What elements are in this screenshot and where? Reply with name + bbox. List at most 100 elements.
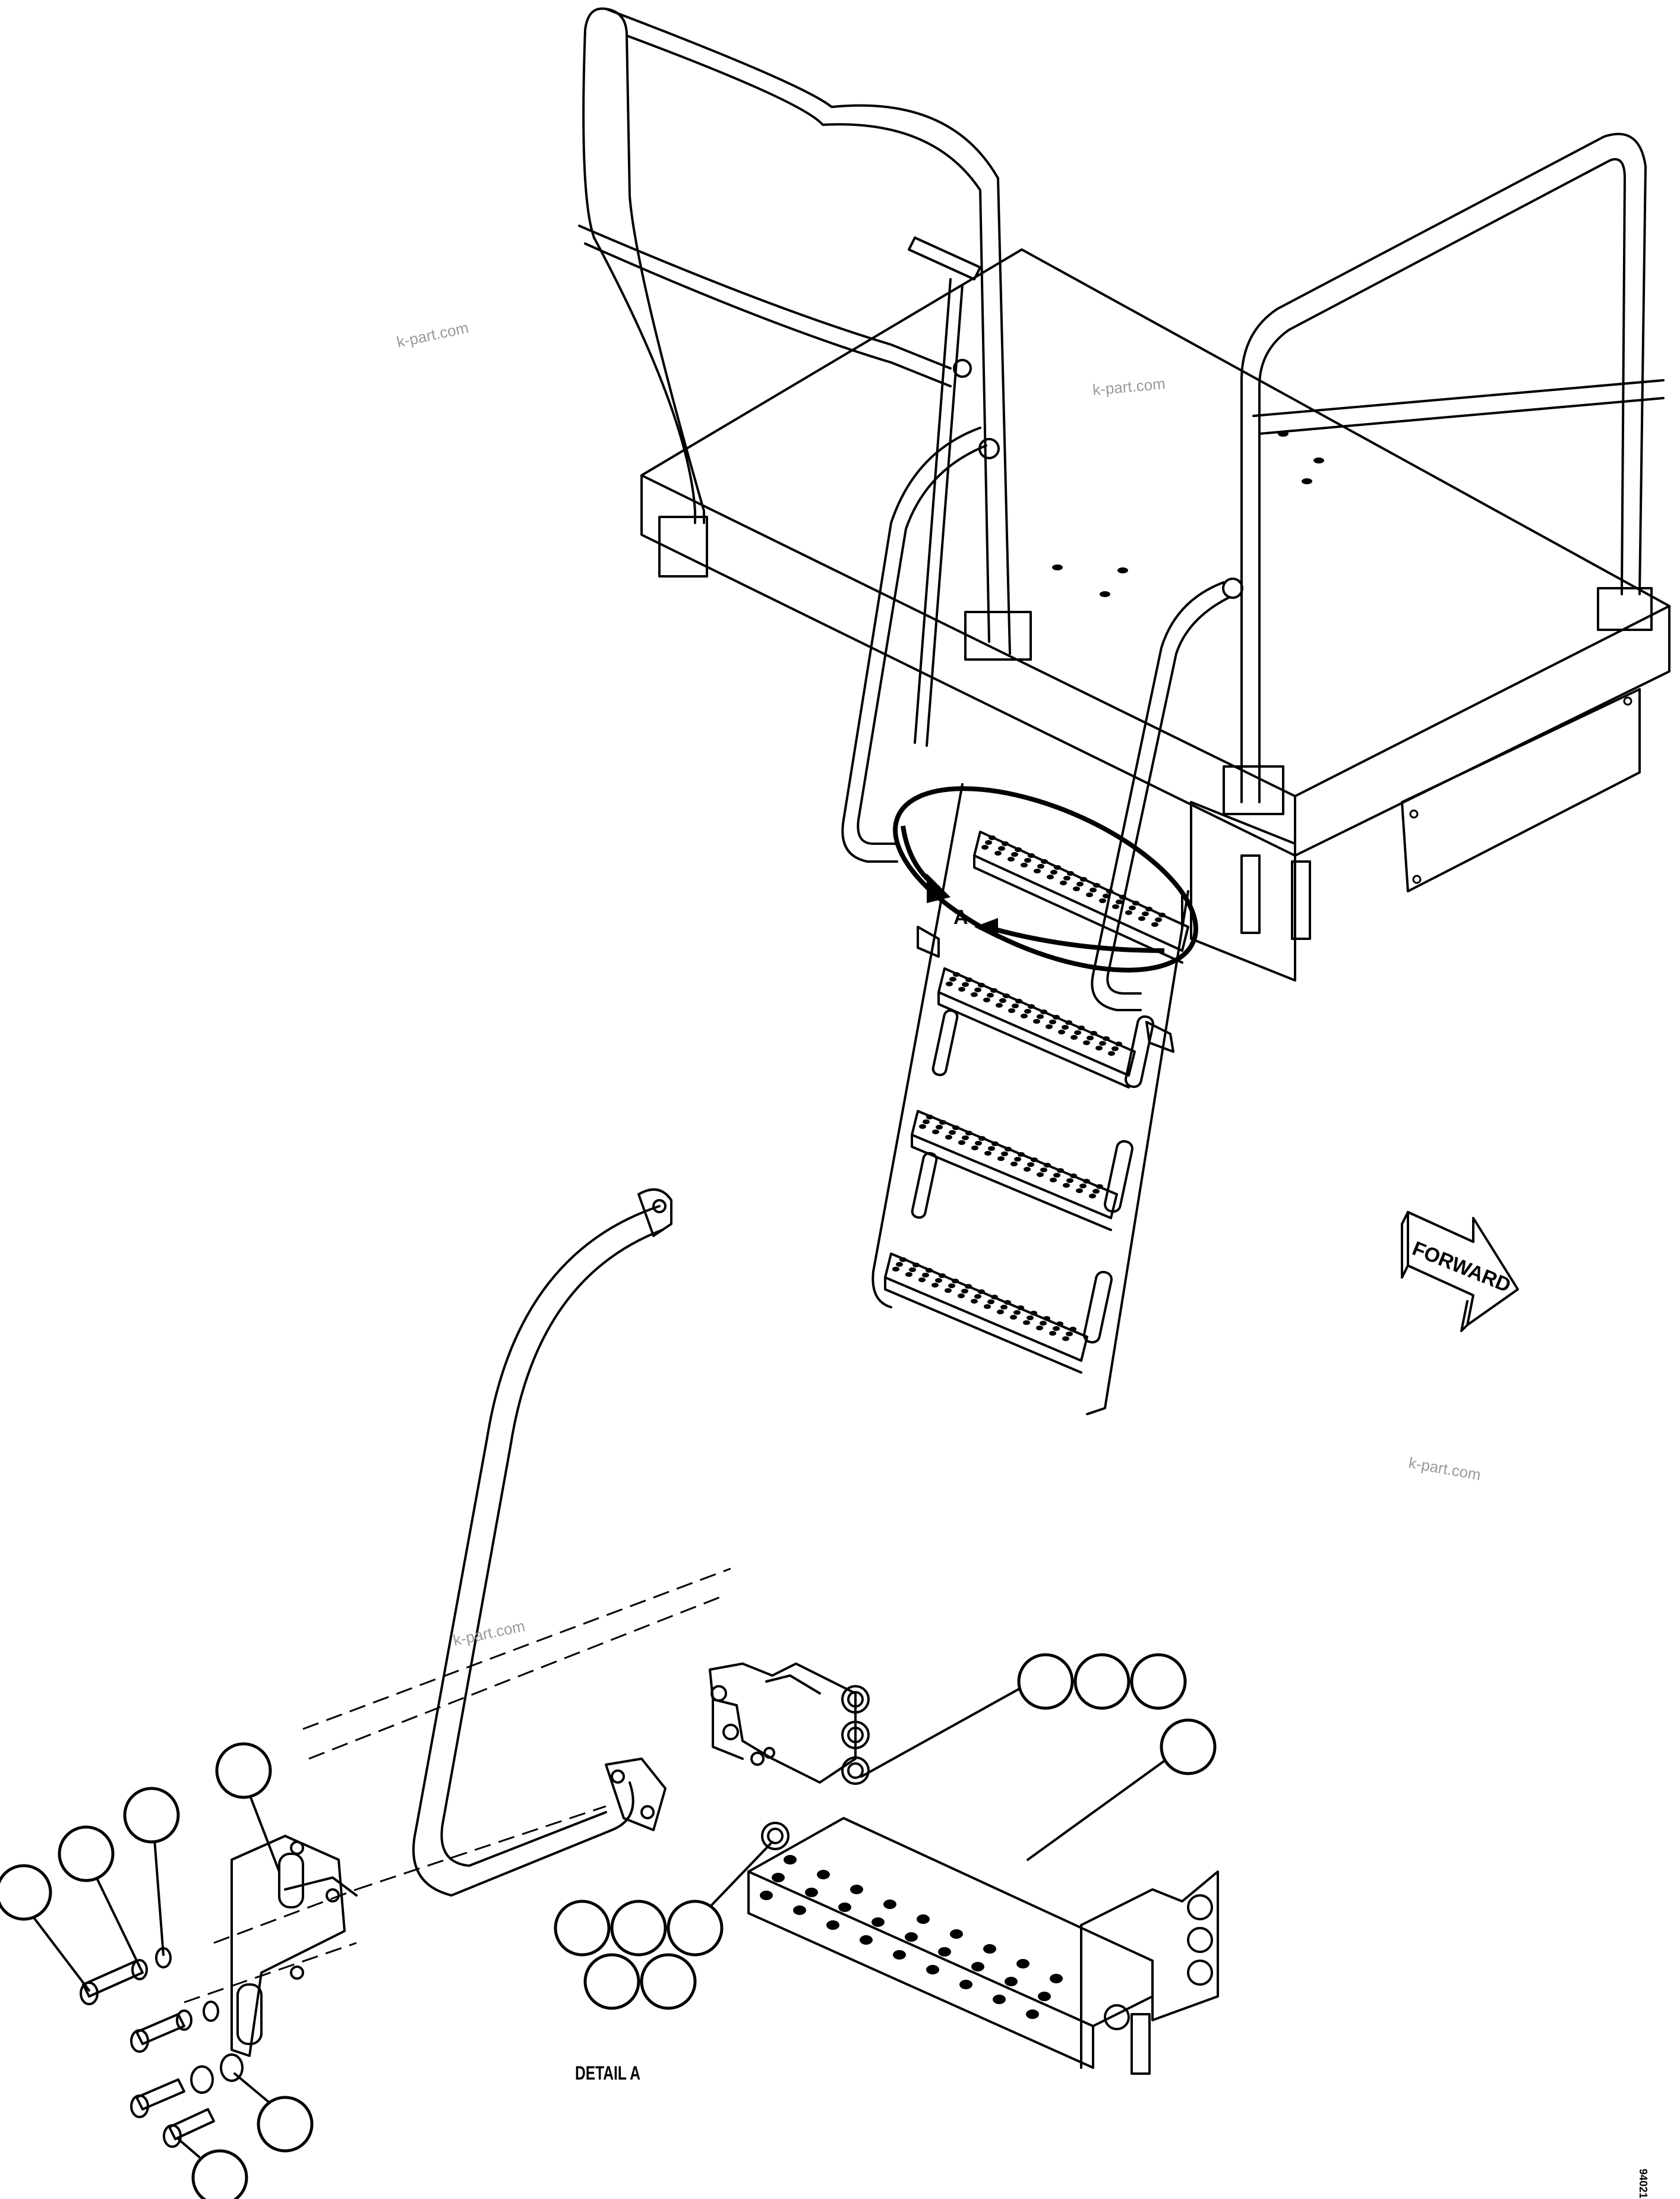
perforation-hole [896,1262,903,1267]
perforation-hole [923,1119,930,1124]
perforation-hole [1000,1305,1008,1310]
perforation-hole [912,1263,920,1267]
platform-deck [640,248,1670,797]
perforation-hole [1083,1040,1090,1045]
perforation-hole [1145,907,1152,911]
perforation-hole [1093,883,1100,888]
perforation-hole [978,1289,985,1294]
rail-mount-rear [1597,587,1653,631]
detail-handrail [412,1205,661,1897]
detail-a-ellipse [893,786,1198,973]
perforation-hole [991,1295,998,1299]
side-access-panel [1401,688,1641,892]
perforation-hole [1041,859,1048,864]
perforation-hole [962,1135,969,1140]
perforation-hole [1015,847,1022,852]
perforation-hole [772,1873,785,1882]
perforation-hole [1050,1178,1057,1182]
perforation-hole [984,1151,991,1156]
perforation-hole [974,988,981,992]
perforation-hole [1053,1173,1060,1178]
perforation-hole [1079,1184,1087,1188]
perforation-hole [922,1273,929,1277]
perforation-hole [1056,1321,1063,1326]
callout-group-bottom-left [177,2072,314,2199]
perforation-hole [1090,1031,1097,1036]
perforation-hole [1034,869,1041,873]
perforation-hole [938,1947,951,1957]
stair-right-handrail [1091,581,1225,1011]
perforation-hole [1119,895,1126,900]
perforation-hole [1103,1036,1110,1041]
platform-assembly [640,248,1670,982]
perforation-hole [1086,892,1093,897]
perforation-hole [961,1289,968,1293]
perforation-hole [1099,1041,1106,1046]
perforation-hole [1070,1035,1078,1040]
perforation-hole [971,1299,978,1304]
stair-left-stringer [871,783,964,1308]
perforation-hole [931,1283,939,1288]
perforation-hole [1076,882,1084,886]
perforation-hole [983,1944,996,1954]
perforation-hole [1037,1172,1044,1177]
detail-a-exploded-view [80,1188,1219,2148]
perforation-hole [1013,1310,1021,1315]
perforation-hole [965,1284,972,1289]
perforation-hole [1070,1173,1077,1178]
perforation-hole [945,1135,952,1140]
detail-a-callout: A [893,786,1198,973]
perforation-hole [946,982,953,986]
perforation-hole [1129,906,1136,910]
perforation-hole [871,1917,885,1927]
perforation-hole [994,851,1002,856]
perforation-hole [952,1279,959,1283]
perforation-hole [1004,1300,1011,1305]
perforation-hole [1151,922,1158,927]
perforation-hole [998,846,1005,851]
perforation-hole [965,1131,972,1135]
perforation-hole [1002,841,1009,846]
forward-arrow: FORWARD [1401,1211,1519,1332]
perforation-hole [1099,898,1106,903]
perforation-hole [974,1294,981,1299]
perforation-hole [1024,858,1031,863]
perforation-hole [1069,1327,1076,1332]
perforation-hole [985,840,992,845]
stair-tread-4 [884,1252,1088,1374]
perforation-hole [936,1125,943,1130]
platform-front-face [640,474,1296,857]
perforation-hole [1027,1315,1034,1320]
perforation-hole [1016,1959,1030,1968]
stair-tread-3 [911,1110,1118,1231]
handrails [578,7,1665,1011]
perforation-hole [1058,1030,1065,1034]
stair-left-handrail [841,427,981,863]
perforation-hole [1138,916,1145,921]
perforation-hole [958,1140,965,1145]
perforation-hole [1050,870,1057,875]
perforation-hole [1047,875,1054,879]
perforation-hole [1028,853,1035,858]
perforation-hole [1030,1311,1037,1315]
perforation-hole [1095,1046,1103,1050]
perforation-hole [935,1278,942,1283]
perforation-hole [1024,1167,1031,1172]
perforation-hole [959,1980,972,1989]
perforation-hole [949,977,956,982]
perforation-hole [1037,864,1044,869]
watermarks: k-part.com k-part.com k-part.com k-part.… [395,318,1482,1649]
perforation-hole [962,982,969,987]
perforation-hole [1038,1992,1051,2001]
perforation-hole [1142,911,1149,916]
perforation-hole [990,988,997,993]
perforation-hole [850,1885,863,1894]
perforation-hole [1040,1168,1047,1172]
callout-group-top-right [860,1653,1187,1778]
perforation-hole [978,983,985,988]
perforation-hole [1036,1326,1043,1330]
rail-mount-center [964,611,1032,661]
forward-label: FORWARD [1409,1237,1514,1297]
perforation-hole [826,1920,839,1930]
perforation-hole [1010,1315,1017,1320]
